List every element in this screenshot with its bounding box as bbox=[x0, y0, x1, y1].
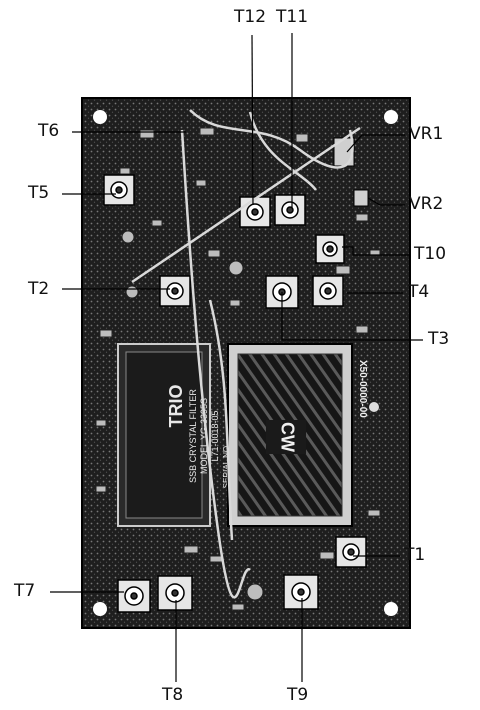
leader-lines bbox=[50, 33, 423, 682]
filter-line4: SERIAL NO. bbox=[222, 444, 231, 489]
label-vr2: VR2 bbox=[409, 194, 444, 214]
label-t10: T10 bbox=[414, 244, 447, 264]
transformers bbox=[103, 174, 367, 613]
crystal-filter: TRIO SSB CRYSTAL FILTER MODEL YG-3395S L… bbox=[117, 343, 231, 527]
label-t9: T9 bbox=[287, 685, 309, 705]
label-t8: T8 bbox=[162, 685, 184, 705]
filter-line3: L71-0018-05 bbox=[210, 410, 220, 461]
mounting-hole bbox=[384, 602, 398, 616]
label-t3: T3 bbox=[428, 329, 450, 349]
label-t7: T7 bbox=[14, 581, 36, 601]
label-t1: T1 bbox=[404, 545, 426, 565]
label-t6: T6 bbox=[38, 121, 60, 141]
board-side-text: X50-0000-00 bbox=[357, 360, 368, 418]
label-t12: T12 bbox=[234, 7, 267, 27]
mounting-hole bbox=[93, 602, 107, 616]
filter-line2: MODEL YG-3395S bbox=[199, 398, 209, 474]
label-vr1: VR1 bbox=[409, 124, 444, 144]
wires bbox=[131, 109, 361, 599]
mounting-hole bbox=[369, 402, 379, 412]
label-t4: T4 bbox=[408, 282, 430, 302]
label-t5: T5 bbox=[28, 183, 50, 203]
cw-module-text: CW bbox=[277, 422, 297, 452]
filter-line1: SSB CRYSTAL FILTER bbox=[188, 389, 198, 483]
mounting-hole bbox=[384, 110, 398, 124]
label-t11: T11 bbox=[276, 7, 309, 27]
cw-module: CW bbox=[227, 343, 353, 527]
label-t2: T2 bbox=[28, 279, 50, 299]
vr2-trimmer bbox=[353, 189, 369, 207]
mounting-hole bbox=[93, 110, 107, 124]
filter-brand: TRIO bbox=[166, 385, 186, 428]
